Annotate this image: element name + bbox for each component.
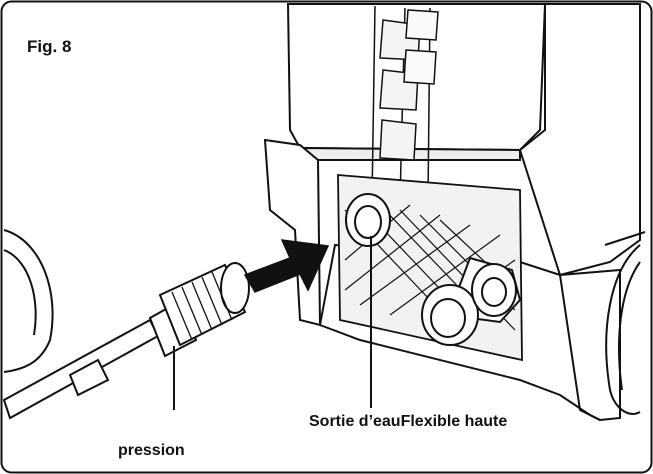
coiled-hose-right	[604, 231, 646, 415]
figure-title: Fig. 8	[27, 37, 72, 56]
high-pressure-hose	[2, 298, 198, 420]
machine-body	[286, 3, 641, 277]
water-outlet-fitting	[345, 193, 391, 247]
insert-direction-arrow	[243, 239, 330, 293]
coiled-hose-left	[3, 229, 54, 373]
hose-coupling-nut	[158, 262, 250, 347]
water-outlet-label: Sortie d’eauFlexible haute	[309, 413, 508, 430]
pressure-label: pression	[118, 442, 185, 459]
high-pressure-nut-fitting	[421, 256, 522, 346]
